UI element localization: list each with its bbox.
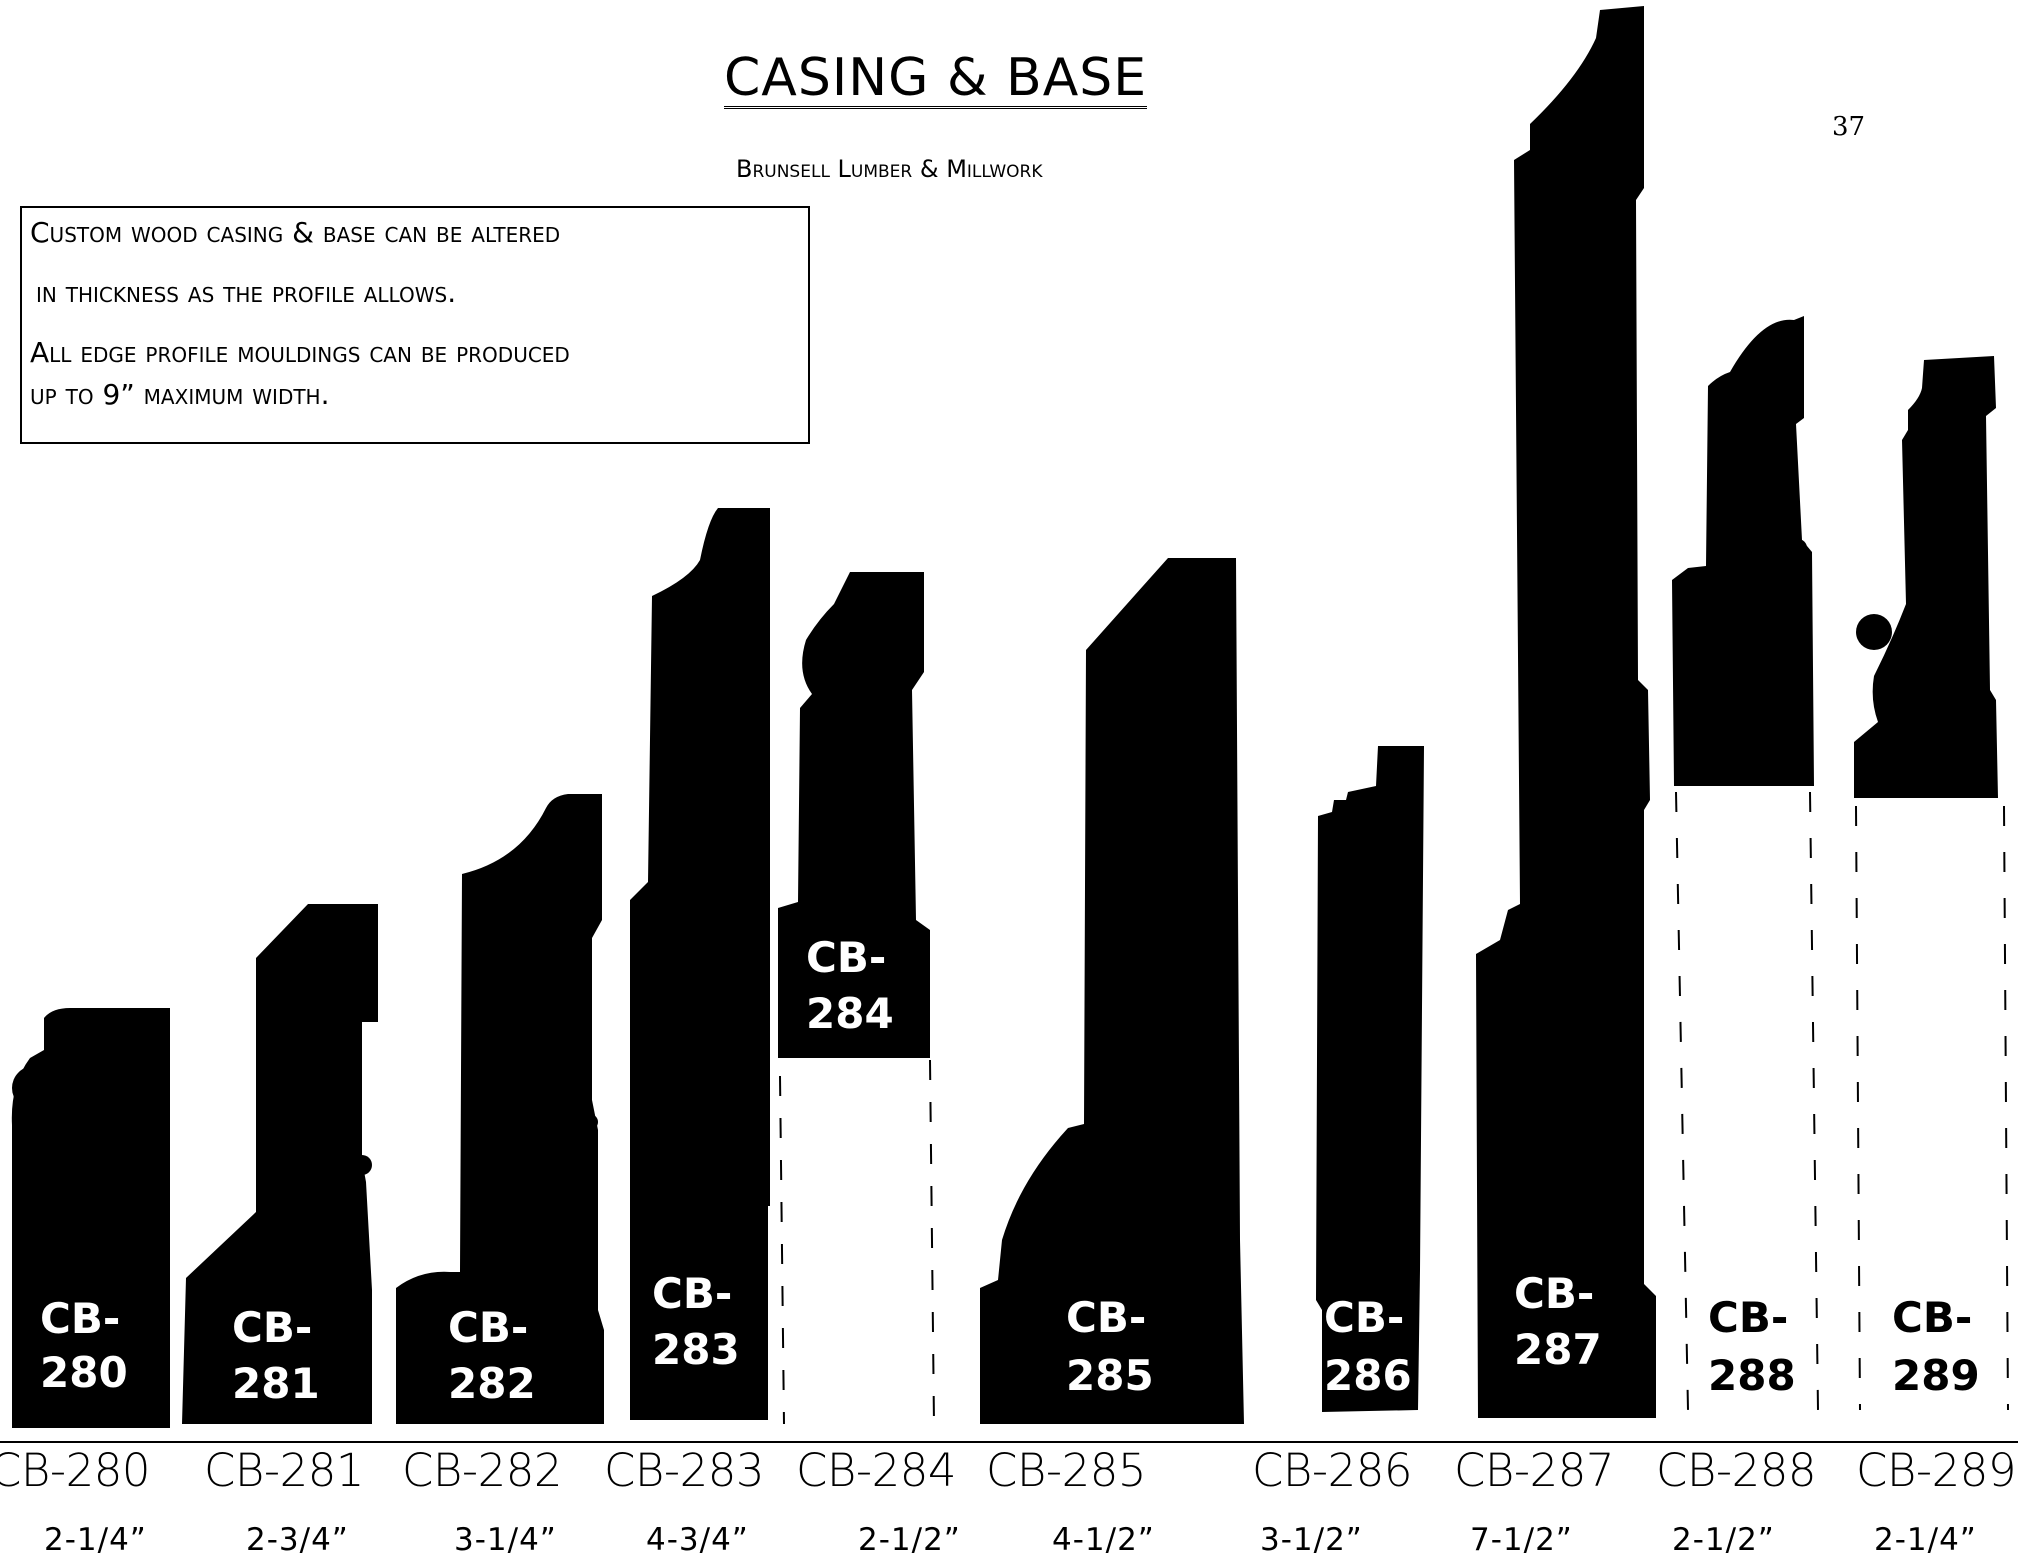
page-number: 37 <box>1832 112 1866 142</box>
profile-label-bottom: 281 <box>232 1359 320 1408</box>
profile-cb-283: CB- 283 <box>630 508 770 1420</box>
profile-label-top: CB- <box>1066 1293 1146 1342</box>
profile-code: CB-281 <box>204 1444 365 1497</box>
profile-label-bottom: 284 <box>806 989 894 1038</box>
profile-width: 2-1/4” <box>44 1522 147 1558</box>
profile-cb-287: CB- 287 <box>1397 6 1656 1418</box>
profile-label-top: CB- <box>1892 1293 1972 1342</box>
profile-width: 2-3/4” <box>246 1522 349 1558</box>
profile-width: 2-1/4” <box>1874 1522 1977 1558</box>
profile-label-bottom: 288 <box>1708 1351 1796 1400</box>
profile-cb-286: CB- 286 <box>1316 746 1424 1412</box>
company-name: Brunsell Lumber & Millwork <box>736 155 1043 183</box>
profile-label-top: CB- <box>232 1303 312 1352</box>
profile-code: CB-282 <box>402 1444 563 1497</box>
profile-label-bottom: 285 <box>1066 1351 1154 1400</box>
profile-label-top: CB- <box>1708 1293 1788 1342</box>
profile-cb-282: CB- 282 <box>396 794 604 1424</box>
profile-label-bottom: 283 <box>652 1325 740 1374</box>
profile-label-bottom: 287 <box>1514 1325 1602 1374</box>
profile-code: CB-286 <box>1252 1444 1413 1497</box>
profile-width: 3-1/2” <box>1260 1522 1363 1558</box>
profile-cb-281: CB- 281 <box>182 904 378 1424</box>
profile-label-bottom: 280 <box>40 1348 128 1397</box>
note-line-2: in thickness as the profile allows. <box>36 276 457 309</box>
page-title: CASING & BASE <box>724 48 1148 109</box>
profile-label-top: CB- <box>652 1269 732 1318</box>
profile-label-bottom: 282 <box>448 1359 536 1408</box>
profile-code: CB-283 <box>604 1444 765 1497</box>
profile-cb-289: CB- 289 <box>1854 356 2009 1411</box>
profile-code: CB-280 <box>0 1444 151 1497</box>
profile-label-top: CB- <box>1514 1269 1594 1318</box>
profile-width: 7-1/2” <box>1470 1522 1573 1558</box>
profile-label-bottom: 286 <box>1324 1351 1412 1400</box>
profile-width: 4-3/4” <box>646 1522 749 1558</box>
profile-code: CB-288 <box>1656 1444 1817 1497</box>
profile-code: CB-287 <box>1454 1444 1615 1497</box>
profile-cb-280: CB- 280 <box>11 1008 171 1428</box>
profile-width: 3-1/4” <box>454 1522 557 1558</box>
profile-width: 2-1/2” <box>1672 1522 1775 1558</box>
profile-label-top: CB- <box>40 1294 120 1343</box>
note-box: Custom wood casing & base can be altered… <box>20 206 810 444</box>
profile-code: CB-284 <box>796 1444 957 1497</box>
profile-label-bottom: 289 <box>1892 1351 1980 1400</box>
profile-label-top: CB- <box>1324 1293 1404 1342</box>
profile-label-top: CB- <box>806 933 886 982</box>
profile-width: 2-1/2” <box>858 1522 961 1558</box>
profile-cb-284: CB- 284 <box>778 572 935 1425</box>
profile-cb-288: CB- 288 <box>1672 316 1819 1411</box>
note-line-1: Custom wood casing & base can be altered <box>30 216 561 249</box>
baseline-rule <box>0 1441 2018 1443</box>
profile-code: CB-289 <box>1856 1444 2017 1497</box>
note-line-3: All edge profile mouldings can be produc… <box>30 336 570 369</box>
profile-cb-285: CB- 285 <box>980 558 1244 1424</box>
profile-label-top: CB- <box>448 1303 528 1352</box>
profile-code: CB-285 <box>986 1444 1147 1497</box>
note-line-4: up to 9” maximum width. <box>30 378 330 411</box>
profile-width: 4-1/2” <box>1052 1522 1155 1558</box>
